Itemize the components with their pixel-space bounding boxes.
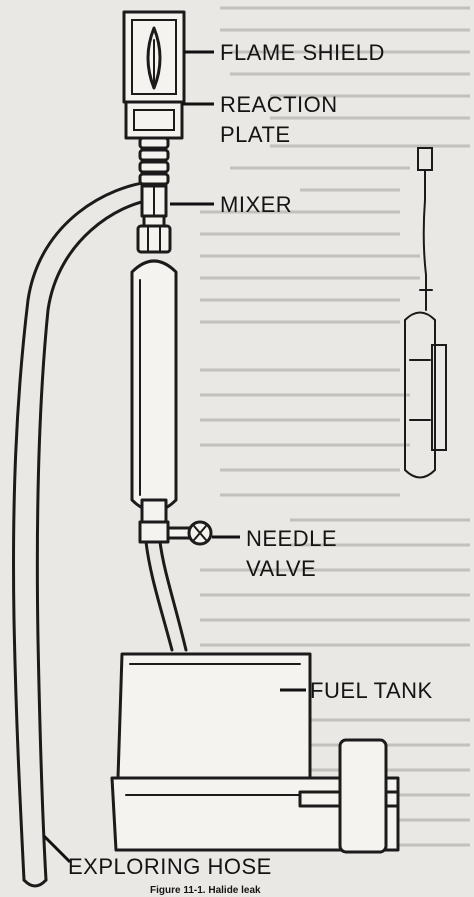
needle-valve-label-line2: VALVE xyxy=(246,556,316,581)
exploring-hose-label: EXPLORING HOSE xyxy=(68,854,272,879)
reaction-plate-label-line1: REACTION xyxy=(220,92,338,117)
fuel-tank xyxy=(110,652,400,854)
fuel-tank-label: FUEL TANK xyxy=(310,678,433,703)
background-text-lines xyxy=(200,6,470,847)
flame-shield xyxy=(122,10,186,104)
reaction-plate-label-line2: PLATE xyxy=(220,122,291,147)
figure-caption: Figure 11-1. Halide leak xyxy=(150,885,261,896)
feed-tube xyxy=(144,540,188,652)
reaction-plate xyxy=(124,100,184,140)
needle-valve xyxy=(138,520,213,546)
mixer-coils xyxy=(138,136,170,218)
flame-shield-label: FLAME SHIELD xyxy=(220,40,385,65)
exploring-hose xyxy=(12,180,154,888)
leader-lines xyxy=(42,50,306,864)
inset-detector-sketch xyxy=(404,147,447,479)
fitting-nut xyxy=(136,214,172,254)
mixer-label: MIXER xyxy=(220,192,292,217)
needle-valve-label-line1: NEEDLE xyxy=(246,526,337,551)
cylinder-body xyxy=(130,259,178,524)
